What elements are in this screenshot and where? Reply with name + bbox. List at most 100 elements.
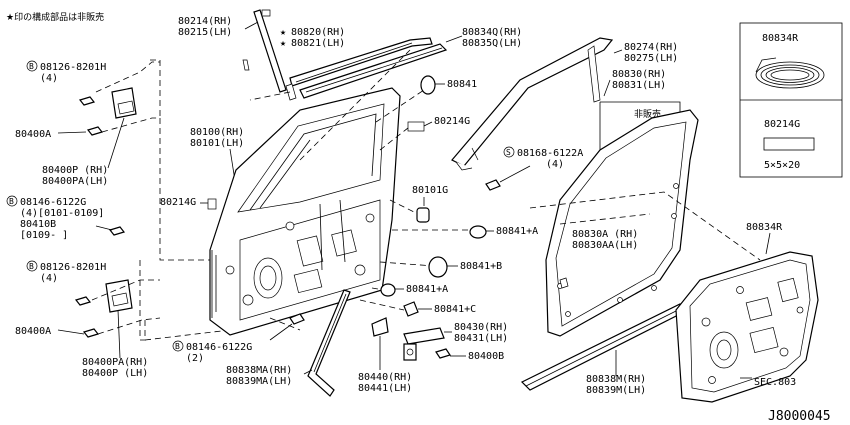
b-circle-icon: [6, 195, 18, 207]
part-80430: 80430(RH) 80431(LH) 80400B: [403, 322, 508, 362]
label-80215-lh: 80215(LH): [178, 27, 232, 38]
label-qty-08168: (4): [546, 159, 564, 170]
bolt-icon: [485, 179, 501, 191]
window-opening: [237, 103, 385, 213]
label-08146-6122g-a: 08146-6122G: [20, 197, 86, 208]
bolt-08168: S 08168-6122A (4): [485, 146, 583, 191]
part-80838ma: 80838MA(RH) 80839MA(LH): [226, 289, 351, 397]
part-80274: 80274(RH) 80275(LH): [451, 37, 678, 171]
part-80838m: 80838M(RH) 80839M(LH): [520, 303, 690, 396]
bolt-icon: [86, 126, 104, 136]
part-80841: 80841: [420, 75, 477, 95]
label-80214g-upper: 80214G: [434, 116, 470, 127]
part-80830: 80830(RH) 80831(LH) 非販売 80830A (RH) 8083…: [545, 69, 699, 337]
label-qty-date-a: (4)[0101-0109]: [20, 208, 104, 219]
label-80275-lh: 80275(LH): [624, 53, 678, 64]
label-80400pa-lh: 80400PA(LH): [42, 176, 108, 187]
label-80101g: 80101G: [412, 185, 448, 196]
grommet-80841: [420, 75, 436, 95]
label-80839m-lh: 80839M(LH): [586, 385, 646, 396]
bolt-icon: [435, 348, 451, 359]
label-qty-upper: (4): [40, 73, 58, 84]
part-80841c: 80841+C: [403, 301, 476, 317]
label-80100-rh: 80100(RH): [190, 127, 244, 138]
tape-80214g: [407, 121, 425, 132]
label-80214g-lower: 80214G: [160, 197, 196, 208]
part-80214g-lower: 80214G: [160, 197, 217, 210]
label-qty-lower: (4): [40, 273, 58, 284]
label-80400p-rh: 80400P (RH): [42, 165, 108, 176]
legend-bottom-part: 80214G: [764, 119, 800, 130]
bolt-icon: [108, 226, 126, 236]
s-circle-icon: [503, 146, 515, 158]
svg-text:B: B: [9, 197, 14, 206]
hinge-lower-group: B 08126-8201H (4) 80400A 80400PA(RH) 804…: [15, 260, 231, 379]
part-80841a-lower: 80841+A: [380, 283, 448, 297]
bolt-icon: [78, 96, 96, 106]
label-08146-6122g-b: 08146-6122G: [186, 342, 252, 353]
body-weatherstrip-inner: [555, 121, 687, 327]
label-80430-rh: 80430(RH): [454, 322, 508, 333]
bolt-icon: [289, 313, 305, 325]
label-80841b: 80841+B: [460, 261, 502, 272]
door-check-link: [403, 327, 445, 345]
part-80440: 80440(RH) 80441(LH): [358, 317, 412, 394]
grommet-80841b: [428, 256, 448, 278]
rolled-strip-icon: [755, 57, 825, 89]
legend-top-part: 80834R: [762, 33, 799, 44]
label-80820-rh: 80820(RH): [291, 27, 345, 38]
door-shell-80100: 80100(RH) 80101(LH): [190, 87, 401, 336]
part-80820: ★ 80820(RH) ★ 80821(LH): [280, 27, 433, 101]
label-80841a-upper: 80841+A: [496, 226, 538, 237]
label-80831-lh: 80831(LH): [612, 80, 666, 91]
label-80841: 80841: [447, 79, 477, 90]
b-circle-icon: [26, 260, 38, 272]
sash-seal-strip: [307, 289, 351, 397]
svg-text:B: B: [175, 342, 180, 351]
label-80830aa-lh: 80830AA(LH): [572, 240, 638, 251]
svg-text:B: B: [29, 262, 34, 271]
tape-80214g-lower: [207, 198, 217, 210]
bolt-icon: [82, 328, 100, 338]
part-80841a-upper: 80841+A: [469, 225, 538, 239]
label-80834q-rh: 80834Q(RH): [462, 27, 522, 38]
label-80274-rh: 80274(RH): [624, 42, 678, 53]
b-circle-icon: [172, 340, 184, 352]
not-sold-note: ★印の構成部品は非販売: [6, 11, 104, 23]
svg-text:B: B: [29, 62, 34, 71]
label-date-80410b: [0109- ]: [20, 230, 68, 241]
legend-size: 5×5×20: [764, 160, 800, 171]
check-link-plug: [416, 207, 430, 223]
label-80400pa-rh: 80400PA(RH): [82, 357, 148, 368]
part-80841b: 80841+B: [428, 256, 502, 278]
label-80214-rh: 80214(RH): [178, 16, 232, 27]
seal-80841c: [403, 301, 419, 317]
label-08168-6122a: 08168-6122A: [517, 148, 583, 159]
label-80440-rh: 80440(RH): [358, 372, 412, 383]
label-08126-8201h-upper: 08126-8201H: [40, 62, 106, 73]
label-80841a-lower: 80841+A: [406, 284, 448, 295]
label-80830a-rh: 80830A (RH): [572, 229, 638, 240]
label-80834r: 80834R: [746, 222, 783, 233]
label-80838m-rh: 80838M(RH): [586, 374, 646, 385]
part-80214g-upper: 80214G: [407, 116, 470, 132]
b-circle-icon: [26, 60, 38, 72]
label-80400p-lh: 80400P (LH): [82, 368, 148, 379]
label-80838ma-rh: 80838MA(RH): [226, 365, 292, 376]
label-qty-b: (2): [186, 353, 204, 364]
svg-text:★: ★: [280, 27, 286, 38]
label-80101-lh: 80101(LH): [190, 138, 244, 149]
tape-icon: [763, 137, 815, 151]
label-80835q-lh: 80835Q(LH): [462, 38, 522, 49]
label-80400b: 80400B: [468, 351, 504, 362]
svg-text:S: S: [506, 148, 511, 157]
label-80400a-upper: 80400A: [15, 129, 51, 140]
weatherstrip-upper-arc: [451, 37, 614, 167]
svg-text:★: ★: [280, 38, 286, 49]
label-80441-lh: 80441(LH): [358, 383, 412, 394]
label-80839ma-lh: 80839MA(LH): [226, 376, 292, 387]
label-80830-rh: 80830(RH): [612, 69, 666, 80]
label-80400a-lower: 80400A: [15, 326, 51, 337]
